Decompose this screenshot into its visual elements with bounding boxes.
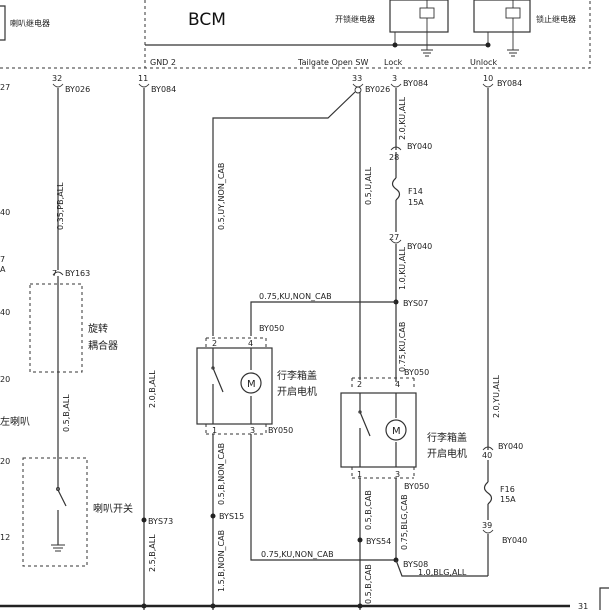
horn-circuit: 32 BY026 0.35,PB,ALL 7 BY163 旋转 耦合器 0.5,…	[22, 74, 133, 567]
unlock-relay: 开锁继电器	[335, 0, 449, 57]
svg-text:BY050: BY050	[404, 482, 429, 491]
svg-text:1: 1	[357, 470, 362, 479]
svg-text:BY084: BY084	[497, 79, 522, 88]
svg-text:开启电机: 开启电机	[427, 447, 467, 460]
tailgate-motor-1: 2 4 BY050 M 1 3 BY050 行李箱盖 开启电机 0.5,B,NO…	[196, 324, 396, 610]
svg-text:A: A	[0, 265, 6, 274]
svg-text:0.5,U,ALL: 0.5,U,ALL	[364, 166, 373, 205]
svg-text:31: 31	[578, 602, 588, 610]
svg-text:40: 40	[482, 451, 492, 460]
unlock-relay-label: 开锁继电器	[335, 14, 375, 24]
svg-text:BY050: BY050	[404, 368, 429, 377]
svg-text:20: 20	[0, 375, 10, 384]
horn-switch-label: 喇叭开关	[93, 502, 133, 515]
svg-text:M: M	[247, 379, 256, 390]
svg-text:2.0,YU,ALL: 2.0,YU,ALL	[492, 375, 501, 418]
svg-text:15A: 15A	[408, 198, 424, 207]
svg-text:0.75,KU,NON_CAB: 0.75,KU,NON_CAB	[261, 550, 334, 559]
svg-text:4: 4	[248, 339, 253, 348]
svg-text:开启电机: 开启电机	[277, 385, 317, 398]
svg-text:0.5,B,CAB: 0.5,B,CAB	[364, 564, 373, 604]
ground-circuit: 11 BY084 2.0,B,ALL BYS73 2.5,B,ALL	[138, 74, 176, 610]
lock-circuit: 3 BY084 2.0,KU,ALL 28 BY040 F14 15A 27 B…	[250, 74, 432, 382]
bcm-module: BCM	[0, 0, 591, 69]
svg-text:BYS15: BYS15	[219, 512, 244, 521]
svg-text:0.75,KU,CAB: 0.75,KU,CAB	[398, 322, 407, 372]
svg-text:BY040: BY040	[407, 142, 432, 151]
svg-text:BYS07: BYS07	[403, 299, 428, 308]
svg-text:11: 11	[138, 74, 148, 83]
svg-text:1.0,KU,ALL: 1.0,KU,ALL	[398, 246, 407, 290]
bcm-title: BCM	[188, 10, 226, 30]
lock-label: Lock	[384, 58, 403, 67]
svg-text:BY084: BY084	[151, 85, 176, 94]
svg-text:27: 27	[389, 233, 399, 242]
tailgate-motor-2: 2 4 BY050 M 1 3 BY050 行李箱盖 开启电机 0.5,B,CA…	[340, 368, 488, 610]
svg-text:40: 40	[0, 308, 10, 317]
svg-text:行李箱盖: 行李箱盖	[427, 431, 467, 444]
svg-text:BY026: BY026	[65, 85, 90, 94]
lock-relay: 锁止继电器	[473, 0, 576, 57]
svg-text:1.5,B,NON_CAB: 1.5,B,NON_CAB	[217, 530, 226, 592]
horn-relay-label: 喇叭继电器	[10, 18, 50, 28]
svg-text:3: 3	[395, 470, 400, 479]
svg-text:2.0,KU,ALL: 2.0,KU,ALL	[398, 96, 407, 140]
svg-text:BYS73: BYS73	[148, 517, 173, 526]
tailgate-open-sw-label: Tailgate Open SW	[297, 58, 368, 67]
svg-text:2: 2	[357, 380, 362, 389]
svg-text:BY026: BY026	[365, 85, 390, 94]
svg-text:28: 28	[389, 153, 399, 162]
svg-text:1: 1	[212, 426, 217, 435]
svg-text:0.5,UY,NON_CAB: 0.5,UY,NON_CAB	[217, 163, 226, 230]
svg-text:1.0,BLG,ALL: 1.0,BLG,ALL	[418, 568, 467, 577]
svg-text:2.0,B,ALL: 2.0,B,ALL	[148, 370, 157, 408]
left-horn-label: 左喇叭	[0, 415, 30, 428]
svg-text:行李箱盖: 行李箱盖	[277, 369, 317, 382]
svg-text:F16: F16	[500, 485, 515, 494]
ground-bus: 31	[0, 587, 609, 610]
svg-text:0.5,B,ALL: 0.5,B,ALL	[62, 394, 71, 432]
unlock-circuit: 10 BY084 2.0,YU,ALL BY040 40 F16 15A 39 …	[482, 74, 527, 576]
svg-text:BY040: BY040	[502, 536, 527, 545]
svg-text:BYS08: BYS08	[403, 560, 428, 569]
gnd2-label: GND 2	[150, 58, 176, 67]
horn-relay: 喇叭继电器	[0, 5, 50, 41]
svg-text:F14: F14	[408, 187, 423, 196]
svg-text:BY050: BY050	[268, 426, 293, 435]
rotary-coupler-label-1: 旋转	[88, 322, 108, 335]
svg-text:39: 39	[482, 521, 492, 530]
unlock-label: Unlock	[470, 58, 497, 67]
svg-text:BYS54: BYS54	[366, 537, 391, 546]
svg-text:0.75,BLG,CAB: 0.75,BLG,CAB	[400, 494, 409, 550]
rotary-coupler-label-2: 耦合器	[88, 339, 118, 352]
svg-text:7: 7	[0, 255, 5, 264]
svg-text:40: 40	[0, 208, 10, 217]
svg-text:33: 33	[352, 74, 362, 83]
svg-text:10: 10	[483, 74, 493, 83]
svg-text:4: 4	[395, 380, 400, 389]
svg-text:32: 32	[52, 74, 62, 83]
left-edge-labels: 27 40 7 A 40 20 20 12 左喇叭	[0, 83, 30, 542]
svg-text:BY163: BY163	[65, 269, 90, 278]
svg-text:0.35,PB,ALL: 0.35,PB,ALL	[56, 182, 65, 230]
svg-text:M: M	[392, 426, 401, 437]
svg-text:3: 3	[250, 426, 255, 435]
svg-text:2.5,B,ALL: 2.5,B,ALL	[148, 534, 157, 572]
svg-text:20: 20	[0, 457, 10, 466]
svg-text:0.5,B,NON_CAB: 0.5,B,NON_CAB	[217, 443, 226, 505]
svg-text:27: 27	[0, 83, 10, 92]
svg-text:12: 12	[0, 533, 10, 542]
svg-text:0.5,B,CAB: 0.5,B,CAB	[364, 490, 373, 530]
svg-text:15A: 15A	[500, 495, 516, 504]
svg-text:BY040: BY040	[498, 442, 523, 451]
svg-text:3: 3	[392, 74, 397, 83]
lock-relay-label: 锁止继电器	[536, 14, 576, 24]
svg-text:BY050: BY050	[259, 324, 284, 333]
svg-text:2: 2	[212, 339, 217, 348]
tailgate-sw-circuit: 33 BY026 0.5,UY,NON_CAB 0.5,U,ALL	[212, 74, 390, 380]
svg-text:0.75,KU,NON_CAB: 0.75,KU,NON_CAB	[259, 292, 332, 301]
svg-text:BY084: BY084	[403, 79, 428, 88]
svg-text:BY040: BY040	[407, 242, 432, 251]
